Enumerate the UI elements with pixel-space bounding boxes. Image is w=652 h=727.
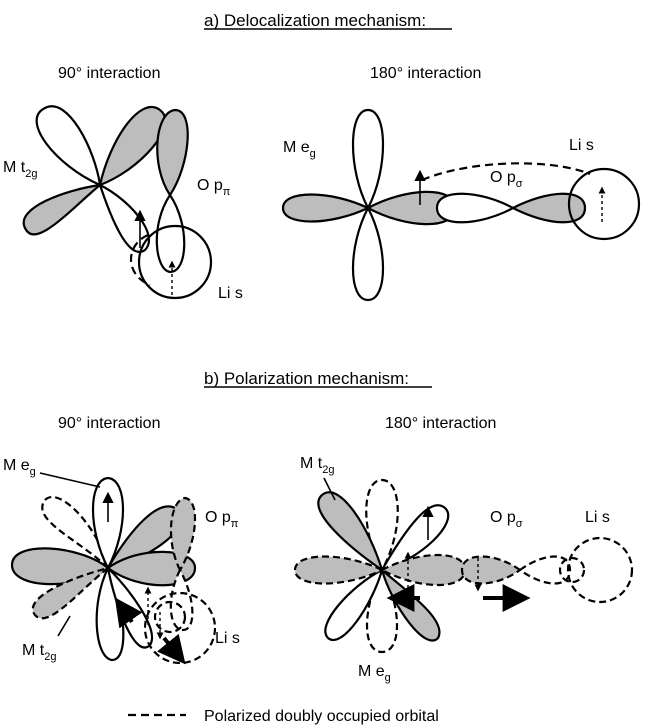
- b-left-m-t2g-label: M t2g: [22, 642, 56, 663]
- b-left-title: 90° interaction: [58, 415, 160, 432]
- b-left-li-s-label: Li s: [215, 630, 240, 647]
- a-right-title: 180° interaction: [370, 65, 481, 82]
- o-ppi-lobe: [169, 567, 194, 632]
- lobe: [35, 105, 102, 187]
- b-right-small-orbital: [558, 556, 586, 584]
- a-left-o-ppi-label: O pπ: [197, 177, 231, 198]
- b-left-thick-arrow-2: [156, 633, 186, 665]
- b-left-li-s-orbital: [143, 591, 217, 665]
- b-right-t2g-pointer: [323, 477, 336, 501]
- a-right-li-s-orbital: [567, 167, 641, 241]
- o-psigma-lobe: [518, 555, 572, 585]
- lobe: [317, 491, 384, 573]
- lobe: [351, 108, 385, 211]
- b-right-o-psigma-label: O pσ: [490, 509, 523, 530]
- b-left-t2g-pointer: [57, 615, 71, 637]
- b-right-m-eg-label: M eg: [358, 663, 391, 684]
- a-left-panel: 90° interaction M t2g O pπ Li s: [3, 65, 243, 302]
- b-left-orbitals: [10, 476, 217, 665]
- section-b-title: b) Polarization mechanism:: [204, 369, 409, 388]
- b-left-small-orbital: [153, 600, 187, 634]
- a-left-o-ppi-orbital: [155, 108, 189, 274]
- a-right-m-eg-label: M eg: [283, 139, 316, 160]
- b-left-o-ppi-label: O pπ: [205, 509, 239, 530]
- a-right-panel: 180° interaction M eg O pσ Li s: [281, 65, 641, 302]
- a-right-dashed-arc: [421, 162, 591, 182]
- a-left-li-s-label: Li s: [218, 285, 243, 302]
- lobe: [92, 476, 124, 571]
- legend-text: Polarized doubly occupied orbital: [204, 708, 439, 725]
- b-right-panel: 180° interaction: [293, 415, 634, 684]
- b-right-m-t2g-label: M t2g: [300, 455, 334, 476]
- section-a-title: a) Delocalization mechanism:: [204, 11, 426, 30]
- o-psigma-lobe: [460, 555, 522, 585]
- a-left-title: 90° interaction: [58, 65, 160, 82]
- lobe: [31, 566, 109, 620]
- a-left-li-s-orbital: [137, 224, 213, 300]
- lobe: [106, 550, 197, 587]
- lobe: [293, 555, 385, 585]
- lobe: [98, 106, 167, 187]
- b-left-panel: 90° interaction: [3, 415, 240, 665]
- legend: Polarized doubly occupied orbital: [128, 708, 439, 725]
- lobe: [156, 108, 189, 197]
- a-left-m-t2g-orbital: [22, 105, 167, 253]
- b-left-eg-pointer: [39, 472, 101, 488]
- a-right-o-psigma-orbital: [435, 192, 587, 224]
- lobe: [379, 504, 450, 572]
- a-left-dashed-arc: [129, 233, 151, 287]
- b-right-title: 180° interaction: [385, 415, 496, 432]
- b-right-orbitals: [293, 478, 634, 654]
- b-right-li-s-orbital: [566, 536, 634, 604]
- b-right-li-s-label: Li s: [585, 509, 610, 526]
- lobe: [324, 567, 384, 642]
- lobe: [281, 193, 371, 223]
- lobe: [435, 192, 516, 224]
- lobe: [510, 192, 587, 224]
- o-ppi-lobe: [169, 496, 197, 573]
- b-left-thick-arrow-1: [114, 597, 143, 629]
- a-right-li-s-label: Li s: [569, 137, 594, 154]
- b-left-m-eg-label: M eg: [3, 457, 36, 478]
- lobe: [22, 183, 104, 236]
- lobe: [41, 496, 110, 572]
- a-right-m-eg-orbital: [281, 108, 457, 302]
- a-right-o-psigma-label: O pσ: [490, 169, 523, 190]
- lobe: [352, 205, 384, 302]
- lobe: [98, 182, 151, 253]
- lobe: [155, 193, 186, 274]
- a-left-m-t2g-label: M t2g: [3, 159, 37, 180]
